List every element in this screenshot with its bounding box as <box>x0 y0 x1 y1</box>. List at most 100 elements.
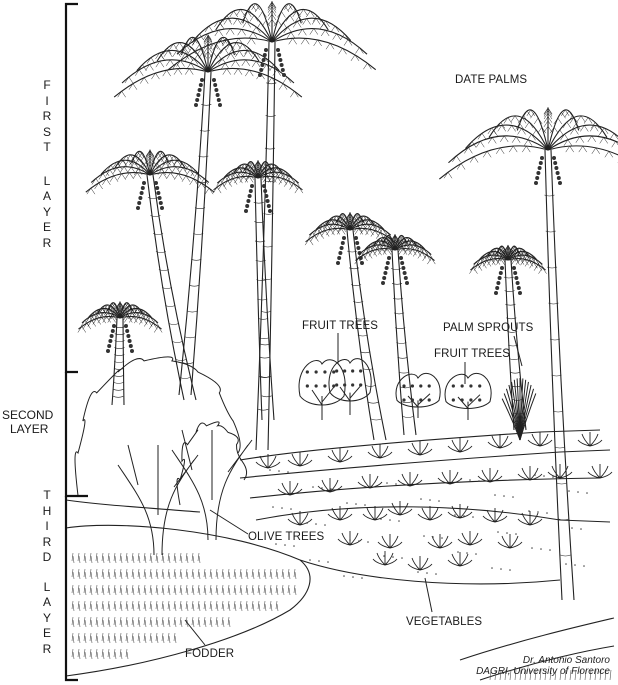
soil-dot <box>543 475 545 477</box>
vegetable-plant <box>327 448 353 463</box>
soil-dot <box>457 551 459 553</box>
soil-dot <box>438 500 440 502</box>
date-palm-small-center <box>212 160 304 421</box>
soil-dot <box>290 508 292 510</box>
soil-dot <box>269 469 271 471</box>
soil-dot <box>565 563 567 565</box>
soil-dot <box>275 543 277 545</box>
soil-dot <box>278 470 280 472</box>
soil-dot <box>364 504 366 506</box>
vegetable-plant <box>362 506 388 521</box>
first-layer-letter-a: A <box>42 189 51 203</box>
soil-dot <box>574 564 576 566</box>
soil-dot <box>531 547 533 549</box>
date-palm-small-left <box>77 301 163 406</box>
soil-dot <box>361 577 363 579</box>
vegetable-plant <box>517 466 543 481</box>
soil-dot <box>358 540 360 542</box>
fruit-tree-2 <box>328 358 372 415</box>
date-palms-label: DATE PALMS <box>455 74 528 86</box>
vegetable-plant <box>372 551 398 566</box>
vegetable-plant <box>407 556 433 571</box>
first-letter-t: T <box>43 140 51 154</box>
soil-dot <box>571 527 573 529</box>
soil-dot <box>491 567 493 569</box>
soil-dot <box>272 506 274 508</box>
soil-dot <box>580 528 582 530</box>
soil-dot <box>395 483 397 485</box>
vegetable-plant <box>255 454 281 469</box>
vegetable-plant <box>277 481 303 496</box>
first-letter-i: I <box>45 93 49 108</box>
leader-lines <box>184 333 523 646</box>
soil-dot <box>380 518 382 520</box>
vegetable-plants <box>255 432 613 579</box>
vegetable-plant <box>357 474 383 489</box>
third-letter-h: H <box>42 503 52 518</box>
soil-dot <box>534 474 536 476</box>
soil-dot <box>466 552 468 554</box>
soil-dot <box>509 569 511 571</box>
soil-dot <box>389 519 391 521</box>
soil-dot <box>546 512 548 514</box>
fruit-tree-3 <box>395 372 441 418</box>
first-layer-letter-r: R <box>42 235 52 250</box>
second-layer-line2: LAYER <box>10 422 49 436</box>
soil-dot <box>324 524 326 526</box>
soil-dot <box>293 545 295 547</box>
soil-dot <box>312 486 314 488</box>
soil-dot <box>506 532 508 534</box>
field-hatching-bottom-right <box>489 669 612 681</box>
layer-brackets <box>64 2 88 682</box>
first-layer-letter-l: L <box>43 173 51 188</box>
soil-dot <box>528 510 530 512</box>
soil-dot <box>497 531 499 533</box>
third-layer-letter-e: E <box>42 626 51 640</box>
vegetable-plant <box>317 478 343 493</box>
first-layer-letter-e: E <box>42 220 51 234</box>
third-letter-r: R <box>42 534 52 549</box>
vegetable-plant <box>577 432 603 447</box>
vegetable-plant <box>377 534 403 549</box>
soil-dot <box>401 557 403 559</box>
soil-dot <box>577 491 579 493</box>
second-layer-line1: SECOND <box>2 408 54 422</box>
first-layer-bracket <box>64 2 78 374</box>
vegetable-plant <box>407 441 433 456</box>
soil-dot <box>537 511 539 513</box>
vegetable-plant <box>517 511 543 526</box>
soil-dot <box>472 516 474 518</box>
credit-author: Dr. Antonio Santoro <box>522 655 610 666</box>
vegetable-plant <box>587 464 613 479</box>
second-layer-bracket <box>64 372 88 498</box>
soil-dot <box>318 560 320 562</box>
soil-dot <box>398 520 400 522</box>
fruit-trees-label-right: FRUIT TREES <box>434 348 511 360</box>
vegetables-label: VEGETABLES <box>406 616 483 628</box>
vegetable-plant <box>487 434 513 449</box>
vegetable-plant <box>337 531 363 546</box>
fodder-label: FODDER <box>185 648 235 660</box>
soil-dot <box>281 507 283 509</box>
vegetable-plant <box>527 432 553 447</box>
first-layer-letter-y: Y <box>42 204 51 219</box>
soil-dot <box>309 559 311 561</box>
vegetable-plant <box>497 534 523 549</box>
fruit-trees-label-left: FRUIT TREES <box>302 320 379 332</box>
date-palm-right <box>439 107 618 601</box>
first-letter-f: F <box>43 78 51 92</box>
date-palms <box>77 1 618 601</box>
soil-dot <box>435 573 437 575</box>
olive-trees-label: OLIVE TREES <box>248 531 325 543</box>
soil-dot <box>432 536 434 538</box>
vegetable-plant <box>447 552 473 567</box>
palm-sprouts-label: PALM SPROUTS <box>443 322 534 334</box>
olive-tree-large <box>74 356 241 556</box>
soil-dot <box>441 537 443 539</box>
soil-dot <box>284 544 286 546</box>
third-layer-bracket <box>64 496 78 682</box>
vegetable-plant <box>457 531 483 546</box>
soil-dot <box>540 548 542 550</box>
soil-dot <box>494 494 496 496</box>
